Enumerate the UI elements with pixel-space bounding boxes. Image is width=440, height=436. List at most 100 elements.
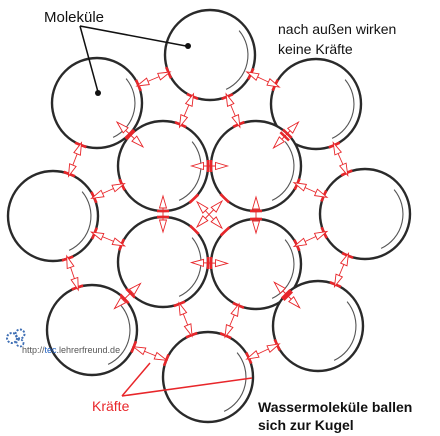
force-arrow-head [230,302,240,317]
url-suffix: .lehrerfreund.de [56,345,121,355]
force-bond [328,141,353,177]
force-arrow-head [131,346,147,356]
forces-label: Kräfte [92,398,130,414]
force-arrow-head [67,163,77,178]
force-bond [89,227,127,251]
force-arrow-head [339,251,350,267]
force-arrow-head [231,114,241,129]
force-bond [329,251,354,289]
force-arrow-head [183,323,193,338]
force-tick [219,226,231,237]
force-arrow-head [286,120,300,134]
force-arrow-head [288,296,301,309]
force-bond [174,92,199,129]
ball-line-2: sich zur Kugel [258,417,354,433]
molecule-shading-arc [331,79,355,139]
force-arrow-head [157,71,172,81]
force-bond [115,121,145,148]
pointer-line-force-2 [121,377,253,397]
force-tick [188,193,200,204]
molecule [318,167,412,261]
force-arrow-head [195,215,209,229]
force-bond [130,340,170,367]
force-bond [157,194,169,234]
molecules-label: Moleküle [44,9,105,26]
force-arrow-head [273,281,286,294]
molecule-shading-arc [271,141,295,201]
molecule-shading-arc [380,189,404,249]
molecule [163,8,257,102]
molecules-layer [6,8,412,424]
force-arrow-head [70,276,79,292]
molecule-dot-left [95,90,101,96]
url-prefix: http:// [22,345,45,355]
force-arrow-head [245,350,260,360]
no-external-forces-label: nach außen wirken keine Kräfte [278,19,428,59]
force-arrow-head [225,92,235,107]
force-bond [173,300,198,339]
pointer-line-left-molecule [79,25,99,93]
force-arrow-head [158,194,168,209]
molecule-shading-arc [333,301,357,361]
force-arrow-head [178,114,189,129]
force-arrow-head [333,273,344,289]
force-bond [250,195,262,235]
water-molecules-ball-label: Wassermoleküle ballen sich zur Kugel [258,398,440,434]
force-arrow-head [266,78,281,88]
molecule-shading-arc [68,191,92,251]
force-arrow-head [251,220,261,235]
force-arrow-head [178,301,188,316]
gear-group-icon [6,328,26,348]
force-arrow-head [153,351,169,361]
molecule [6,169,100,263]
watermark-url: http://tec.lehrerfreund.de [22,345,120,355]
force-bond [272,120,300,150]
molecule-shading-arc [271,239,295,299]
force-bond [273,281,301,309]
force-arrow-head [210,216,223,230]
force-bond [90,178,126,204]
force-arrow-head [338,162,349,177]
force-bond [189,193,230,235]
no-forces-line-2: keine Kräfte [278,41,353,57]
force-arrow-head [313,188,329,198]
pointer-line-force-1 [121,362,151,397]
force-arrow-head [73,141,83,156]
force-bond [245,338,281,365]
force-tick [189,224,200,235]
no-forces-line-1: nach außen wirken [278,21,397,37]
force-arrow-head [90,189,105,200]
molecule [161,330,255,424]
force-bond [292,178,329,202]
force-bond [61,254,84,292]
molecule-shading-arc [112,78,136,138]
force-arrow-head [196,200,209,214]
force-arrow-head [89,231,105,241]
inner-arcs-layer [68,30,404,412]
forces-layer [61,66,354,367]
force-bond [245,67,281,92]
force-arrow-head [111,237,127,247]
force-arrow-head [66,254,75,270]
force-arrow-head [115,121,129,134]
url-highlight: tec [44,345,57,355]
force-arrow-head [215,161,230,171]
force-arrow-head [214,258,230,268]
force-bond [63,141,87,178]
molecule-shading-arc [178,237,202,297]
force-arrow-head [113,296,127,310]
force-arrow-head [292,182,308,192]
force-arrow-head [158,219,168,234]
force-arrow-head [313,230,329,241]
force-arrow-head [332,141,343,156]
force-arrow-head [210,199,224,213]
force-bond [189,256,230,270]
force-arrow-head [292,237,308,248]
force-bond [292,226,329,252]
force-arrow-head [128,282,142,296]
force-arrow-head [189,161,204,171]
force-arrow-head [272,136,286,150]
force-tick [219,193,230,204]
force-arrow-head [189,258,205,268]
